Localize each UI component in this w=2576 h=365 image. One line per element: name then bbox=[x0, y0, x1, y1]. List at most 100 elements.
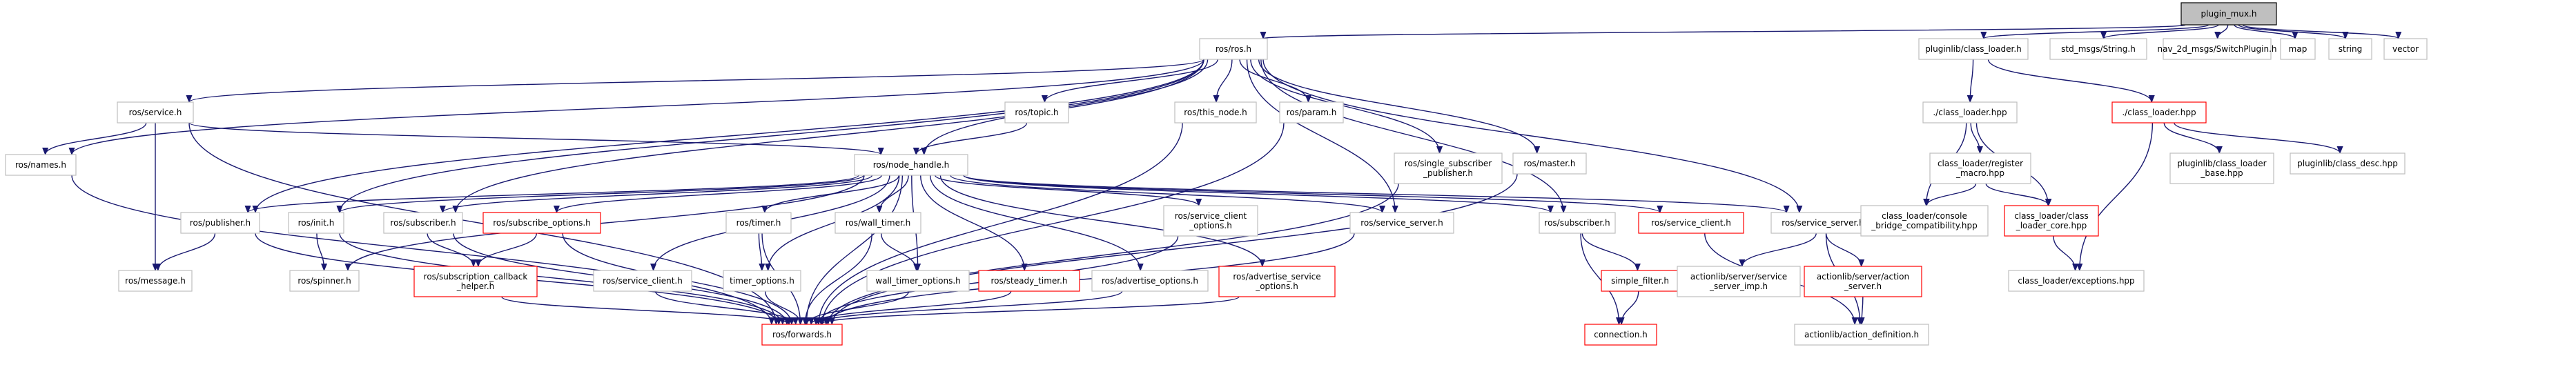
edge-ros-ros-to-ros-subscriber2 bbox=[1260, 59, 1563, 213]
node-class-loader-hpp[interactable]: ./class_loader.hpp bbox=[1922, 101, 2018, 124]
node-simple-filter[interactable]: simple_filter.h bbox=[1601, 270, 1679, 292]
node-box bbox=[1638, 212, 1744, 234]
node-sub-cb-helper[interactable]: ros/subscription_callback_helper.h bbox=[413, 266, 538, 297]
node-label: _server_imp.h bbox=[1709, 282, 1768, 291]
node-label: ros/topic.h bbox=[1015, 108, 1058, 117]
edge-ros-ros-to-ros-this-node bbox=[1216, 59, 1233, 102]
node-box bbox=[1922, 101, 2018, 124]
node-ros-subscriber[interactable]: ros/subscriber.h bbox=[383, 212, 463, 234]
node-class-loader-core[interactable]: class_loader/class_loader_core.hpp bbox=[2004, 205, 2099, 237]
edge-plugin-mux-to-pluginlib-class-loader bbox=[1984, 24, 2209, 39]
node-pluginlib-class-loader[interactable]: pluginlib/class_loader.h bbox=[1918, 38, 2029, 60]
edge-register-macro-to-class-loader-core bbox=[1985, 183, 2049, 206]
node-ros-init[interactable]: ros/init.h bbox=[288, 212, 344, 234]
node-class-loader-exceptions[interactable]: class_loader/exceptions.hpp bbox=[2008, 270, 2145, 292]
edge-ros-publisher-to-ros-message bbox=[158, 233, 216, 271]
node-box bbox=[1601, 270, 1679, 292]
node-ros-ros[interactable]: ros/ros.h bbox=[1199, 38, 1268, 60]
node-ros-service-client-options[interactable]: ros/service_client_options.h bbox=[1163, 205, 1258, 237]
node-box bbox=[593, 270, 692, 292]
node-map[interactable]: map bbox=[2280, 38, 2316, 60]
edge-class-loader-hpp-red-to-pl-class-loader-base bbox=[2163, 122, 2219, 154]
node-ros-topic[interactable]: ros/topic.h bbox=[1004, 101, 1069, 124]
node-label: ros/publisher.h bbox=[190, 218, 251, 228]
node-box bbox=[1004, 101, 1069, 124]
node-box bbox=[2163, 38, 2272, 60]
edge-ros-ros-to-ros-topic bbox=[1044, 59, 1218, 103]
node-wall-timer-options[interactable]: wall_timer_options.h bbox=[866, 270, 970, 292]
edge-ros-node-handle-to-ros-publisher bbox=[248, 175, 859, 213]
node-box bbox=[118, 270, 193, 292]
node-label: ros/single_subscriber bbox=[1405, 159, 1492, 168]
node-std-msgs-string[interactable]: std_msgs/String.h bbox=[2049, 38, 2147, 60]
edge-simple-filter-to-connection bbox=[1621, 290, 1639, 325]
edge-ros-service-to-ros-names bbox=[46, 122, 147, 155]
node-string[interactable]: string bbox=[2328, 38, 2372, 60]
node-ros-param[interactable]: ros/param.h bbox=[1279, 101, 1344, 124]
edge-ros-service-to-ros-node-handle bbox=[188, 122, 881, 155]
node-al-action-definition[interactable]: actionlib/action_definition.h bbox=[1794, 324, 1929, 346]
node-plugin-mux[interactable]: plugin_mux.h bbox=[2180, 2, 2277, 26]
node-box bbox=[761, 324, 843, 346]
edge-ros-ros-to-ros-names bbox=[72, 59, 1204, 155]
node-label: map bbox=[2289, 44, 2307, 54]
node-timer-options[interactable]: timer_options.h bbox=[723, 270, 801, 292]
node-box bbox=[1860, 205, 1989, 237]
node-ros-subscriber2[interactable]: ros/subscriber.h bbox=[1539, 212, 1616, 234]
node-ros-node-handle[interactable]: ros/node_handle.h bbox=[854, 154, 968, 176]
node-ros-service-client-red[interactable]: ros/service_client.h bbox=[1638, 212, 1744, 234]
edge-ros-node-handle-to-ros-steady-timer bbox=[919, 175, 1024, 270]
node-box bbox=[1279, 101, 1344, 124]
node-vector[interactable]: vector bbox=[2383, 38, 2428, 60]
node-ros-forwards[interactable]: ros/forwards.h bbox=[761, 324, 843, 346]
edge-ros-ros-to-ros-single-sub-pub bbox=[1250, 59, 1440, 153]
node-ros-steady-timer[interactable]: ros/steady_timer.h bbox=[978, 270, 1080, 292]
node-ros-service-server[interactable]: ros/service_server.h bbox=[1349, 212, 1454, 234]
node-pl-class-desc[interactable]: pluginlib/class_desc.hpp bbox=[2290, 152, 2406, 175]
node-box bbox=[1929, 152, 2031, 184]
edge-ros-node-handle-to-ros-subscribe-options bbox=[556, 175, 882, 213]
node-ros-spinner[interactable]: ros/spinner.h bbox=[289, 270, 360, 292]
node-ros-this-node[interactable]: ros/this_node.h bbox=[1174, 101, 1257, 124]
node-ros-message[interactable]: ros/message.h bbox=[118, 270, 193, 292]
node-label: ros/subscribe_options.h bbox=[493, 218, 591, 228]
node-ros-wall-timer[interactable]: ros/wall_timer.h bbox=[835, 212, 921, 234]
node-ros-single-sub-pub[interactable]: ros/single_subscriber_publisher.h bbox=[1394, 152, 1503, 184]
node-connection[interactable]: connection.h bbox=[1584, 324, 1657, 346]
node-ros-timer[interactable]: ros/timer.h bbox=[725, 212, 792, 234]
edge-ros-node-handle-to-ros-service-client-options bbox=[935, 175, 1199, 206]
node-ros-service[interactable]: ros/service.h bbox=[117, 101, 194, 124]
node-label: class_loader/register bbox=[1938, 159, 2023, 168]
node-pl-class-loader-base[interactable]: pluginlib/class_loader_base.hpp bbox=[2169, 152, 2274, 184]
node-ros-service-client[interactable]: ros/service_client.h bbox=[593, 270, 692, 292]
node-nav-switch[interactable]: nav_2d_msgs/SwitchPlugin.h bbox=[2158, 38, 2277, 60]
node-class-loader-hpp-red[interactable]: ./class_loader.hpp bbox=[2111, 101, 2207, 124]
node-ros-names[interactable]: ros/names.h bbox=[5, 154, 77, 176]
node-box bbox=[723, 270, 801, 292]
node-box bbox=[180, 212, 260, 234]
node-ros-master[interactable]: ros/master.h bbox=[1512, 152, 1587, 175]
node-box bbox=[1794, 324, 1929, 346]
node-label: ros/subscriber.h bbox=[390, 218, 456, 228]
node-ros-subscribe-options[interactable]: ros/subscribe_options.h bbox=[482, 212, 601, 234]
node-label: connection.h bbox=[1594, 330, 1648, 339]
node-box bbox=[1394, 152, 1503, 184]
node-ros-service-server2[interactable]: ros/service_server.h bbox=[1770, 212, 1875, 234]
node-al-action-server[interactable]: actionlib/server/action_server.h bbox=[1804, 266, 1922, 297]
edge-ros-subscribe-options-to-sub-cb-helper bbox=[478, 233, 538, 267]
node-label: ros/subscriber.h bbox=[1544, 218, 1610, 228]
node-box bbox=[1349, 212, 1454, 234]
node-ros-advertise-options[interactable]: ros/advertise_options.h bbox=[1091, 270, 1209, 292]
edge-ros-node-handle-to-ros-timer bbox=[765, 175, 900, 213]
node-ros-publisher[interactable]: ros/publisher.h bbox=[180, 212, 260, 234]
node-label: pluginlib/class_loader bbox=[2177, 159, 2266, 168]
edge-ros-ros-to-ros-service-server2 bbox=[1262, 59, 1799, 213]
node-label: ros/advertise_service bbox=[1233, 272, 1320, 282]
node-console-bridge[interactable]: class_loader/console_bridge_compatibilit… bbox=[1860, 205, 1989, 237]
node-box bbox=[978, 270, 1080, 292]
node-label: _publisher.h bbox=[1423, 168, 1473, 178]
node-box bbox=[482, 212, 601, 234]
node-register-macro[interactable]: class_loader/register_macro.hpp bbox=[1929, 152, 2031, 184]
node-ros-adv-service-options[interactable]: ros/advertise_service_options.h bbox=[1218, 266, 1336, 297]
node-al-service-server-imp[interactable]: actionlib/server/service_server_imp.h bbox=[1677, 266, 1801, 297]
